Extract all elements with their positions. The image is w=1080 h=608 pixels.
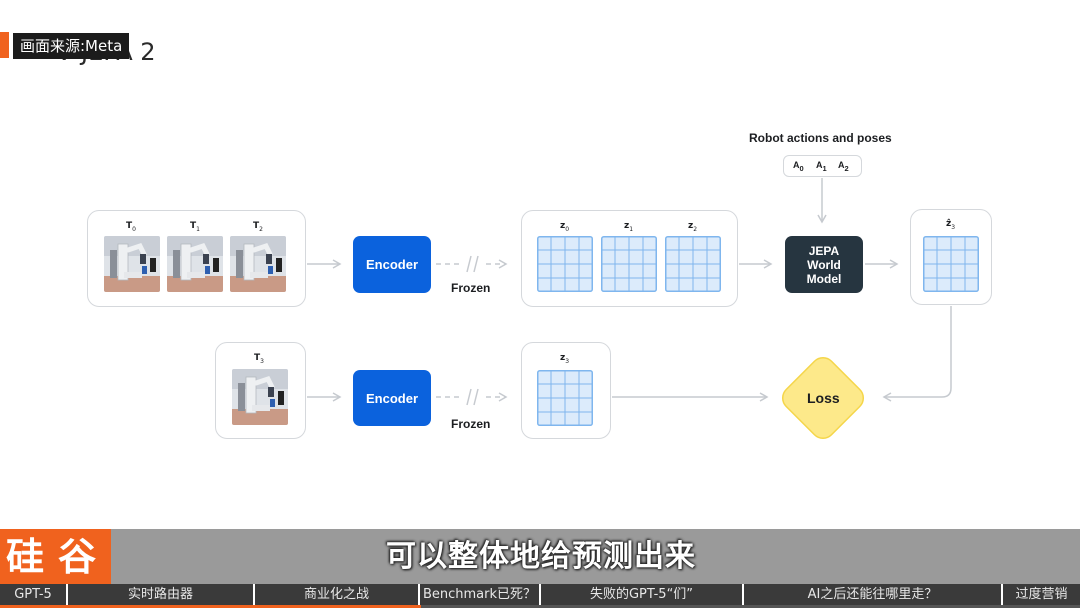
source-tag: 画面来源:Meta <box>13 33 130 59</box>
target-frame-panel <box>215 342 306 439</box>
logo-glyph-2: 谷 <box>58 535 97 579</box>
channel-logo: 硅 谷 <box>0 529 111 584</box>
frame-label-t0: T0 <box>126 221 136 233</box>
robot-frame-image <box>167 236 223 292</box>
embedding-label-z3: z3 <box>560 353 570 365</box>
embedding-grid <box>601 236 657 292</box>
frozen-label: Frozen <box>451 281 491 295</box>
robot-frame-image <box>104 236 160 292</box>
encoder-block: Encoder <box>353 370 431 426</box>
chapter-item[interactable]: GPT-5 <box>0 584 68 605</box>
action-label-a0: A0 <box>793 160 804 173</box>
embedding-grid <box>537 370 593 426</box>
chapter-item[interactable]: Benchmark已死？ <box>420 584 541 605</box>
logo-glyph-1: 硅 <box>6 535 45 579</box>
video-progress-fill <box>0 605 422 608</box>
embedding-grid <box>537 236 593 292</box>
embedding-label-zhat3: ẑ3 <box>946 219 956 231</box>
chapter-item[interactable]: 过度营销 <box>1015 587 1068 602</box>
chapter-item[interactable]: 商业化之战 <box>255 584 420 605</box>
actions-box: A0 A1 A2 <box>783 155 862 177</box>
subtitle-band <box>0 529 1080 584</box>
chapter-item[interactable]: 实时路由器 <box>68 584 255 605</box>
robot-frame-image <box>232 369 288 425</box>
encoder-block: Encoder <box>353 236 431 293</box>
embedding-label-z0: z0 <box>560 221 570 233</box>
source-tag-accent <box>0 32 9 58</box>
chapter-bar: GPT-5 实时路由器 商业化之战 Benchmark已死？ 失败的GPT-5“… <box>0 584 1080 608</box>
loss-label: Loss <box>807 390 840 406</box>
robot-frame-image <box>230 236 286 292</box>
frozen-label: Frozen <box>451 417 491 431</box>
frame-label-t2: T2 <box>253 221 263 233</box>
chapter-item[interactable]: AI之后还能往哪里走？ <box>744 584 1003 605</box>
chapter-item[interactable]: 失败的GPT-5“们” <box>541 584 744 605</box>
embedding-label-z2: z2 <box>688 221 698 233</box>
actions-title: Robot actions and poses <box>749 131 892 145</box>
action-label-a2: A2 <box>838 160 849 173</box>
embedding-label-z1: z1 <box>624 221 634 233</box>
embedding-grid <box>923 236 979 292</box>
frame-label-t1: T1 <box>190 221 200 233</box>
subtitle-text: 可以整体地给预测出来 <box>386 539 696 574</box>
video-progress-bar[interactable] <box>0 605 1080 608</box>
embedding-grid <box>665 236 721 292</box>
frame-label-t3: T3 <box>254 353 264 365</box>
action-label-a1: A1 <box>816 160 827 173</box>
